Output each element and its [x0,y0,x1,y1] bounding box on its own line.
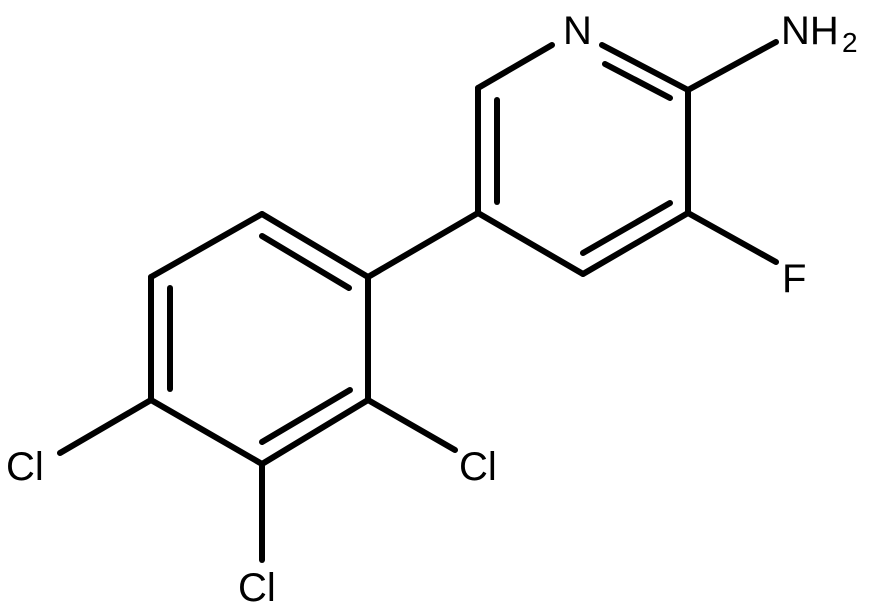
bond-b4-b5 [148,397,265,467]
bond-b6-cl [365,397,458,453]
bond-c2-nh2 [685,39,779,93]
bond-c3-c4 [580,210,691,277]
atom-label-cl-3: Cl [238,566,276,610]
bond-b1-b2-inner [259,233,352,291]
atom-label-cl-4: Cl [6,445,44,489]
atom-label-n1: N [563,9,592,53]
bond-n1-c2 [599,42,691,93]
bond-c3-c4-inner [580,200,673,256]
pyridine-ring [475,42,691,277]
bond-b5-b6-inner [259,387,353,445]
bond-b2-b3 [148,211,265,280]
bond-b4-cl [57,397,154,456]
atom-label-f: F [782,257,806,301]
bond-c4-c5 [475,210,586,277]
bond-biaryl [365,210,481,280]
atom-label-cl-2: Cl [459,445,497,489]
bond-n1-c2-inner [602,61,673,101]
bond-c3-f [685,210,779,265]
atom-label-nh2: NH [781,9,839,53]
bond-b5-b6 [259,397,371,467]
bond-c6-n1 [475,42,555,91]
bond-b1-b2 [259,211,371,280]
atom-label-nh2-subscript: 2 [842,27,858,58]
benzene-ring [148,211,371,467]
